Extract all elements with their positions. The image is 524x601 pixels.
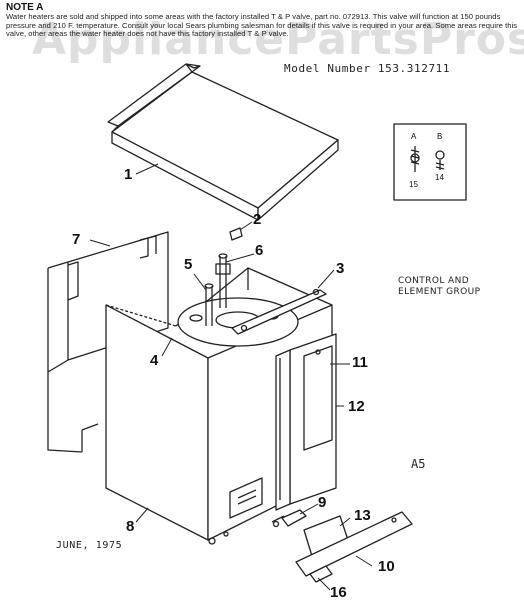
control-element-group-label: CONTROL AND ELEMENT GROUP bbox=[398, 276, 480, 298]
screw-inset bbox=[393, 123, 467, 201]
reference-code: A5 bbox=[411, 457, 426, 471]
group-label-line2: ELEMENT GROUP bbox=[398, 287, 481, 297]
pipe-nipples bbox=[204, 253, 231, 326]
inset-number-14: 14 bbox=[435, 173, 444, 182]
leader-lines bbox=[89, 163, 373, 591]
small-fitting bbox=[229, 227, 243, 241]
callout-1: 1 bbox=[124, 166, 133, 183]
callout-3: 3 bbox=[336, 260, 345, 277]
callout-10: 10 bbox=[378, 558, 395, 575]
top-cover bbox=[107, 63, 339, 221]
mounting-strip bbox=[295, 511, 413, 583]
inset-letter-b: B bbox=[437, 132, 443, 141]
callout-5: 5 bbox=[184, 256, 193, 273]
callout-4: 4 bbox=[150, 352, 159, 369]
element-bracket bbox=[231, 288, 327, 335]
screw bbox=[315, 349, 321, 355]
callout-8: 8 bbox=[126, 518, 135, 535]
thermostat bbox=[271, 509, 307, 528]
note-text: Water heaters are sold and shipped into … bbox=[6, 12, 518, 39]
callout-7: 7 bbox=[72, 231, 81, 248]
callout-6: 6 bbox=[255, 242, 264, 259]
insulation-pad bbox=[303, 345, 333, 451]
callout-2: 2 bbox=[253, 211, 262, 228]
note-title: NOTE A bbox=[6, 2, 44, 13]
date-label: JUNE, 1975 bbox=[56, 540, 123, 551]
inset-number-15: 15 bbox=[409, 180, 418, 189]
callout-13: 13 bbox=[354, 507, 371, 524]
callout-9: 9 bbox=[318, 494, 327, 511]
callout-11: 11 bbox=[352, 354, 368, 371]
watermark: AppliancePartsPros.com bbox=[32, 14, 524, 65]
group-label-line1: CONTROL AND bbox=[398, 276, 470, 286]
inset-letter-a: A bbox=[411, 132, 417, 141]
callout-16: 16 bbox=[330, 584, 347, 601]
model-number-label: Model Number 153.312711 bbox=[284, 62, 451, 75]
callout-12: 12 bbox=[348, 398, 365, 415]
